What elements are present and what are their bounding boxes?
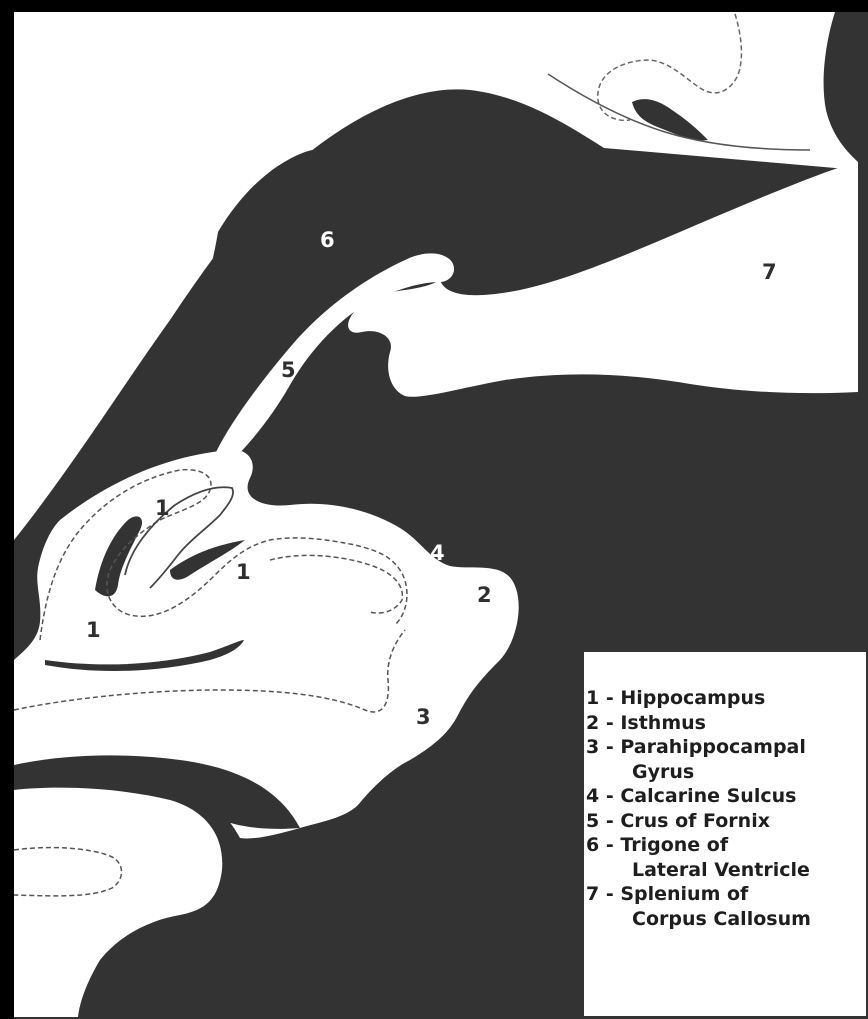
legend-item-splenium: 7 - Splenium of Corpus Callosum bbox=[586, 882, 866, 931]
label-hippocampus-b: 1 bbox=[236, 560, 251, 584]
legend-line-continued: Gyrus bbox=[586, 760, 866, 785]
legend-item-calcarine: 4 - Calcarine Sulcus bbox=[586, 784, 866, 809]
label-hippocampus-a: 1 bbox=[155, 496, 170, 520]
label-parahippocampal: 3 bbox=[416, 705, 431, 729]
legend-line: 3 - Parahippocampal bbox=[586, 735, 866, 760]
legend-line: 7 - Splenium of bbox=[586, 882, 866, 907]
legend-line-continued: Corpus Callosum bbox=[586, 907, 866, 932]
legend-item-trigone: 6 - Trigone of Lateral Ventricle bbox=[586, 833, 866, 882]
legend: 1 - Hippocampus 2 - Isthmus 3 - Parahipp… bbox=[584, 652, 866, 1016]
legend-item-parahippocampal: 3 - Parahippocampal Gyrus bbox=[586, 735, 866, 784]
legend-line: 5 - Crus of Fornix bbox=[586, 809, 866, 834]
legend-item-hippocampus: 1 - Hippocampus bbox=[586, 686, 866, 711]
label-crus-fornix: 5 bbox=[281, 358, 296, 382]
label-calcarine: 4 bbox=[430, 541, 445, 565]
label-splenium: 7 bbox=[762, 260, 777, 284]
legend-line: 4 - Calcarine Sulcus bbox=[586, 784, 866, 809]
legend-line: 1 - Hippocampus bbox=[586, 686, 866, 711]
label-hippocampus-c: 1 bbox=[86, 618, 101, 642]
legend-line: 2 - Isthmus bbox=[586, 711, 866, 736]
label-isthmus: 2 bbox=[477, 583, 492, 607]
frame-left bbox=[0, 0, 14, 1019]
frame-top bbox=[0, 0, 868, 12]
legend-item-crus-fornix: 5 - Crus of Fornix bbox=[586, 809, 866, 834]
label-trigone: 6 bbox=[320, 228, 335, 252]
legend-line: 6 - Trigone of bbox=[586, 833, 866, 858]
legend-line-continued: Lateral Ventricle bbox=[586, 858, 866, 883]
legend-item-isthmus: 2 - Isthmus bbox=[586, 711, 866, 736]
